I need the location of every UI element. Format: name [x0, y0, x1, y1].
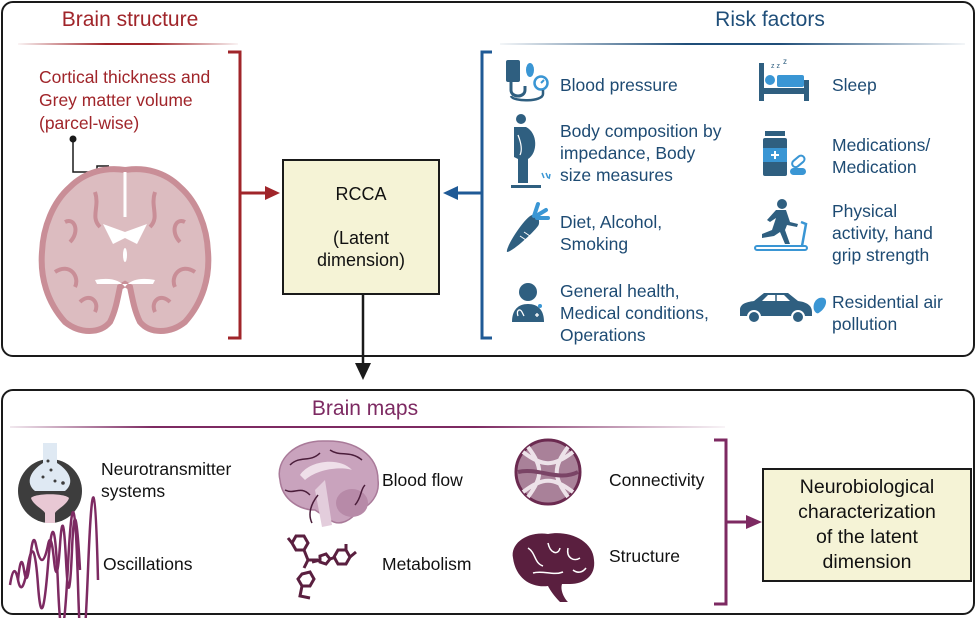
- treadmill-icon: [754, 199, 808, 251]
- label-line: Physical: [832, 201, 898, 221]
- label-line: Blood pressure: [560, 75, 678, 95]
- label-line: pollution: [832, 314, 898, 334]
- risk-factors-title: Risk factors: [715, 8, 825, 31]
- label-line: Metabolism: [382, 554, 472, 574]
- brain-structure-rule: [18, 43, 238, 45]
- svg-text:z: z: [783, 57, 787, 66]
- brain-maps-rule: [10, 426, 725, 428]
- risk-factors-rule: [500, 43, 965, 45]
- label-line: Diet, Alcohol,: [560, 212, 663, 232]
- brain-maps-bracket: [714, 438, 762, 606]
- brain-map-label: Metabolism: [382, 553, 471, 575]
- coronal-brain-icon: [38, 166, 212, 334]
- brain-structure-title: Brain structure: [61, 8, 199, 31]
- description-line: Cortical thickness and: [39, 67, 211, 87]
- molecule-icon: [286, 534, 357, 600]
- label-line: Oscillations: [103, 554, 193, 574]
- risk-factor-label: Sleep: [832, 74, 877, 96]
- label-line: size measures: [560, 165, 673, 185]
- brain-map-label: Oscillations: [103, 553, 192, 575]
- brain-map-label: Blood flow: [382, 469, 463, 491]
- risk-factor-label: Diet, Alcohol, Smoking: [560, 211, 662, 255]
- risk-factor-label: Body composition by impedance, Body size…: [560, 120, 721, 186]
- doctor-icon: [512, 283, 544, 322]
- label-line: systems: [101, 481, 166, 501]
- latent-label: (Latent: [332, 228, 390, 248]
- risk-factor-label: General health, Medical conditions, Oper…: [560, 280, 709, 346]
- arrow-down-icon: [355, 295, 371, 380]
- oscillation-icon: [8, 496, 100, 618]
- medication-icon: [763, 131, 806, 176]
- brain-sagittal-icon: [278, 440, 379, 527]
- label-line: Smoking: [560, 234, 629, 254]
- label-line: Sleep: [832, 75, 877, 95]
- risk-factor-label: Residential air pollution: [832, 291, 943, 335]
- svg-text:z z: z z: [771, 63, 780, 70]
- body-composition-icon: [511, 114, 551, 188]
- synapse-icon: [18, 443, 82, 523]
- connectivity-icon: [514, 438, 582, 506]
- label-line: Residential air: [832, 292, 943, 312]
- label-line: Body composition by: [560, 121, 722, 141]
- carrot-icon: [506, 202, 550, 252]
- label-line: Operations: [560, 325, 646, 345]
- label-line: Medication: [832, 157, 917, 177]
- label-line: grip strength: [832, 245, 930, 265]
- result-line: dimension: [822, 551, 912, 573]
- label-line: Connectivity: [609, 470, 705, 490]
- label-line: impedance, Body: [560, 143, 696, 163]
- brain-map-label: Neurotransmitter systems: [101, 458, 231, 502]
- label-line: Medications/: [832, 135, 931, 155]
- description-line: Grey matter volume: [39, 90, 193, 110]
- brain-map-label: Connectivity: [609, 469, 704, 491]
- car-exhaust-icon: [740, 293, 827, 324]
- result-line: of the latent: [816, 526, 918, 548]
- result-line: Neurobiological: [799, 476, 935, 498]
- sleep-icon: z z z: [759, 57, 809, 101]
- brain-map-label: Structure: [609, 545, 680, 567]
- description-line: (parcel-wise): [39, 113, 140, 133]
- label-line: General health,: [560, 281, 680, 301]
- result-line: characterization: [798, 501, 936, 523]
- label-line: activity, hand: [832, 223, 933, 243]
- risk-factor-label: Medications/ Medication: [832, 134, 930, 178]
- rcca-box: RCCA (Latent dimension): [282, 159, 440, 295]
- neurobiological-characterization-box: Neurobiological characterization of the …: [762, 468, 972, 582]
- blood-pressure-icon: [506, 60, 549, 102]
- label-line: Structure: [609, 546, 680, 566]
- label-line: Blood flow: [382, 470, 463, 490]
- brain-maps-title: Brain maps: [311, 397, 419, 420]
- rcca-label: RCCA: [335, 184, 387, 204]
- brain-structure-description: Cortical thickness and Grey matter volum…: [39, 66, 210, 135]
- risk-factors-bracket: [443, 50, 492, 340]
- latent-label: dimension): [316, 250, 406, 270]
- brain-structure-bracket: [228, 50, 280, 340]
- risk-factor-label: Physical activity, hand grip strength: [832, 200, 933, 266]
- label-line: Medical conditions,: [560, 303, 709, 323]
- label-line: Neurotransmitter: [101, 459, 232, 479]
- brain-structure-icon: [512, 533, 595, 602]
- risk-factor-label: Blood pressure: [560, 74, 678, 96]
